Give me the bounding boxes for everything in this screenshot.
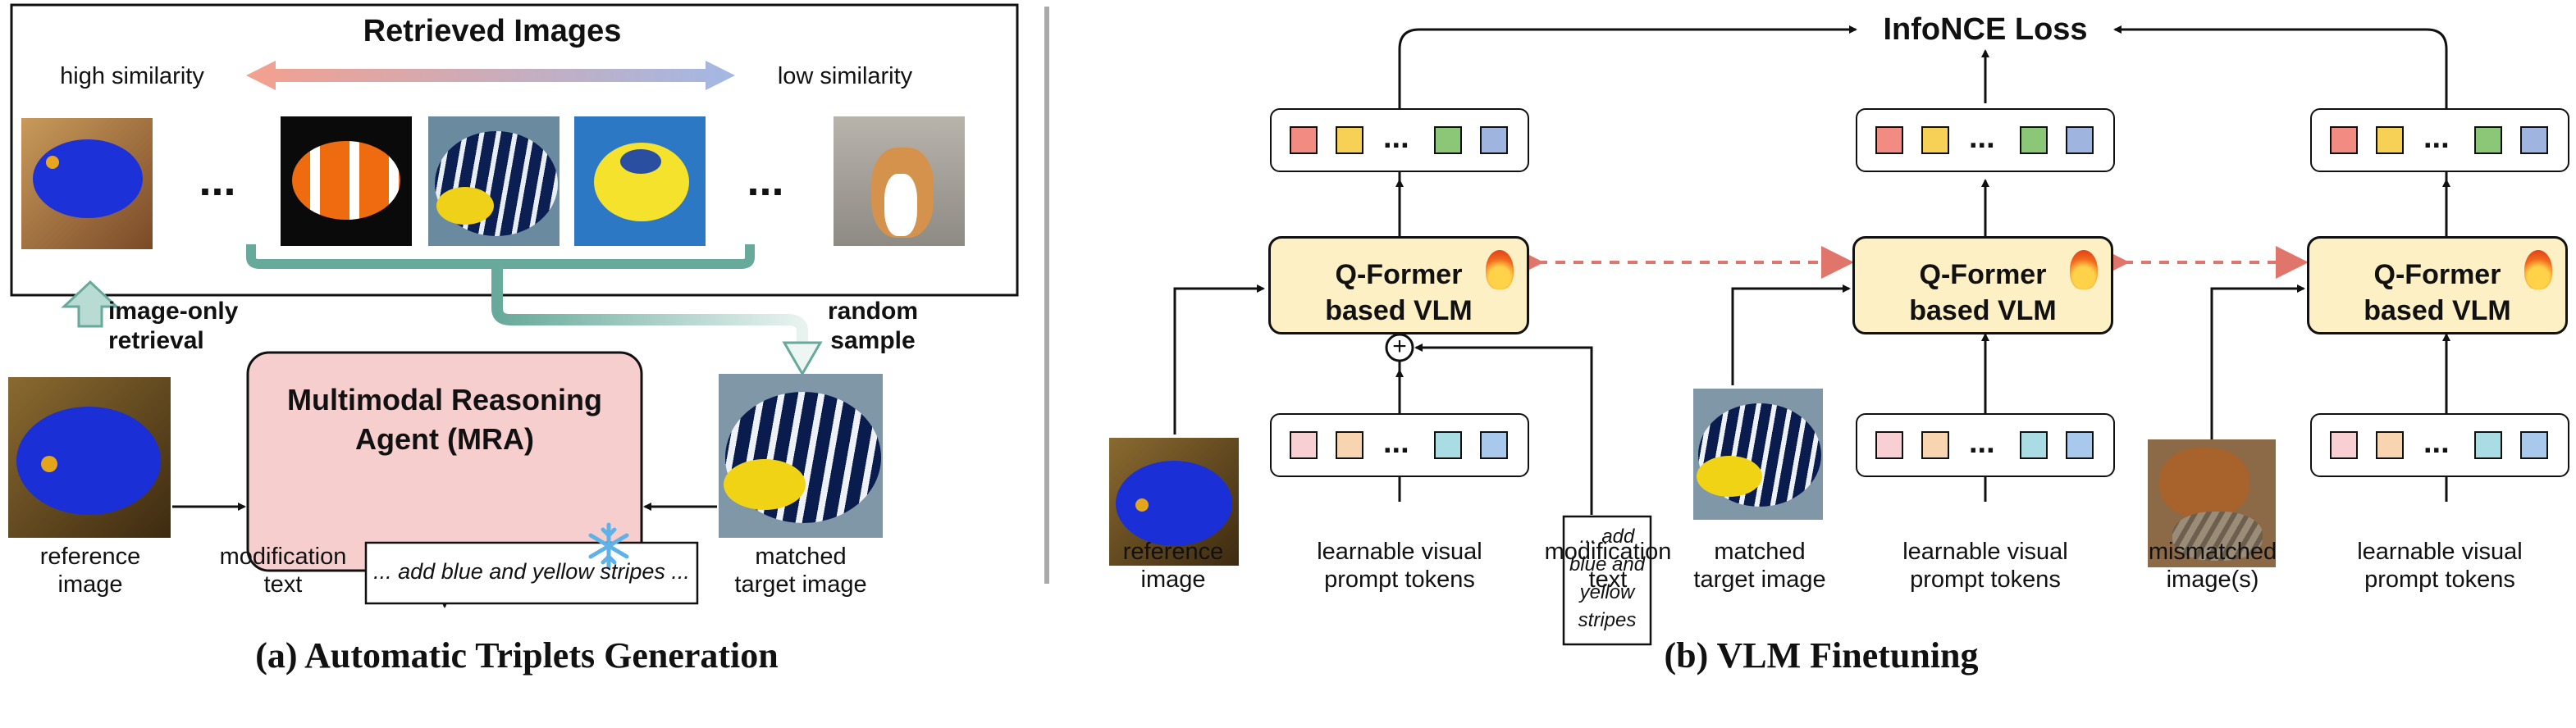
image-only-retrieval-arrow — [61, 280, 120, 328]
plus-symbol: + — [1392, 333, 1407, 360]
output-token-4 — [2066, 126, 2094, 154]
mismatched-image — [2148, 439, 2276, 567]
reference-image-a — [8, 377, 171, 538]
infonce-loss-label: InfoNCE Loss — [1883, 12, 2088, 47]
retrieved-image-3 — [428, 116, 560, 246]
input-token-4 — [2520, 431, 2548, 459]
input-token-2 — [2376, 431, 2404, 459]
retrieved-image-5 — [834, 116, 965, 246]
ellipsis-right: ... — [747, 156, 784, 205]
high-similarity-label: high similarity — [60, 63, 204, 89]
matched-target-image-b — [1693, 389, 1823, 520]
modification-text-b: ... add blue and yellow stripes — [1569, 526, 1646, 631]
flame-icon — [2524, 250, 2552, 289]
caption-b: (b) VLM Finetuning — [1664, 635, 1979, 676]
input-token-1 — [1875, 431, 1903, 459]
output-token-3 — [1434, 126, 1462, 154]
ellipsis-left: ... — [199, 156, 236, 205]
learnable-tokens-label-3: learnable visual prompt tokens — [2357, 539, 2523, 593]
output-token-ellipsis: ... — [2423, 121, 2450, 155]
modification-text-label-a: modification text — [219, 544, 347, 598]
matched-target-image-a — [719, 374, 883, 538]
input-tokens-1: ... — [1270, 413, 1529, 477]
modification-text-a: ... add blue and yellow stripes ... — [373, 559, 690, 584]
output-token-1 — [2330, 126, 2358, 154]
output-tokens-2: ... — [1856, 108, 2115, 172]
random-sample-arrowhead — [782, 341, 823, 376]
retrieved-images-title: Retrieved Images — [363, 14, 622, 48]
output-token-2 — [2376, 126, 2404, 154]
output-token-2 — [1921, 126, 1949, 154]
reference-image-label-b: reference image — [1122, 539, 1224, 593]
input-token-3 — [1434, 431, 1462, 459]
input-token-1 — [1290, 431, 1318, 459]
image-only-retrieval-label: image-only retrieval — [108, 298, 239, 354]
input-token-2 — [1921, 431, 1949, 459]
output-token-2 — [1336, 126, 1363, 154]
vlm-box-3: Q-Former based VLM — [2307, 236, 2568, 334]
matched-target-image-label-b: matched target image — [1693, 539, 1826, 593]
output-token-4 — [1480, 126, 1508, 154]
similarity-arrow — [246, 61, 735, 90]
retrieved-image-4 — [574, 116, 706, 246]
input-tokens-3: ... — [2310, 413, 2569, 477]
output-token-ellipsis: ... — [1383, 121, 1409, 155]
input-token-ellipsis: ... — [1383, 425, 1409, 460]
output-token-1 — [1290, 126, 1318, 154]
mra-label: Multimodal Reasoning Agent (MRA) — [286, 383, 602, 456]
output-tokens-3: ... — [2310, 108, 2569, 172]
plus-node — [1385, 333, 1414, 362]
learnable-tokens-label-2: learnable visual prompt tokens — [1902, 539, 2068, 593]
output-token-3 — [2020, 126, 2048, 154]
random-sample-label: random sample — [827, 298, 918, 354]
input-token-4 — [2066, 431, 2094, 459]
input-token-1 — [2330, 431, 2358, 459]
retrieved-image-2 — [281, 116, 412, 246]
flame-icon — [1486, 250, 1514, 289]
snowflake-icon — [588, 522, 629, 570]
low-similarity-label: low similarity — [777, 63, 913, 89]
reference-image-b — [1109, 438, 1239, 566]
output-token-1 — [1875, 126, 1903, 154]
flame-icon — [2070, 250, 2098, 289]
input-token-ellipsis: ... — [2423, 425, 2450, 460]
modification-text-small-box — [1562, 515, 1652, 646]
caption-a: (a) Automatic Triplets Generation — [255, 635, 779, 676]
modification-text-box — [364, 541, 699, 605]
output-tokens-1: ... — [1270, 108, 1529, 172]
output-token-3 — [2474, 126, 2502, 154]
retrieved-image-1 — [21, 118, 153, 249]
input-token-ellipsis: ... — [1969, 425, 1995, 460]
input-tokens-2: ... — [1856, 413, 2115, 477]
input-token-3 — [2474, 431, 2502, 459]
input-token-4 — [1480, 431, 1508, 459]
modification-text-label-b: modification text — [1544, 539, 1672, 593]
output-token-4 — [2520, 126, 2548, 154]
input-token-2 — [1336, 431, 1363, 459]
output-token-ellipsis: ... — [1969, 121, 1995, 155]
matched-target-image-label-a: matched target image — [734, 544, 867, 598]
vlm-box-1: Q-Former based VLM — [1268, 236, 1529, 334]
mismatched-images-label: mismatched image(s) — [2148, 539, 2277, 593]
learnable-tokens-label-1: learnable visual prompt tokens — [1317, 539, 1482, 593]
input-token-3 — [2020, 431, 2048, 459]
reference-image-label-a: reference image — [39, 544, 141, 598]
vlm-box-2: Q-Former based VLM — [1852, 236, 2113, 334]
